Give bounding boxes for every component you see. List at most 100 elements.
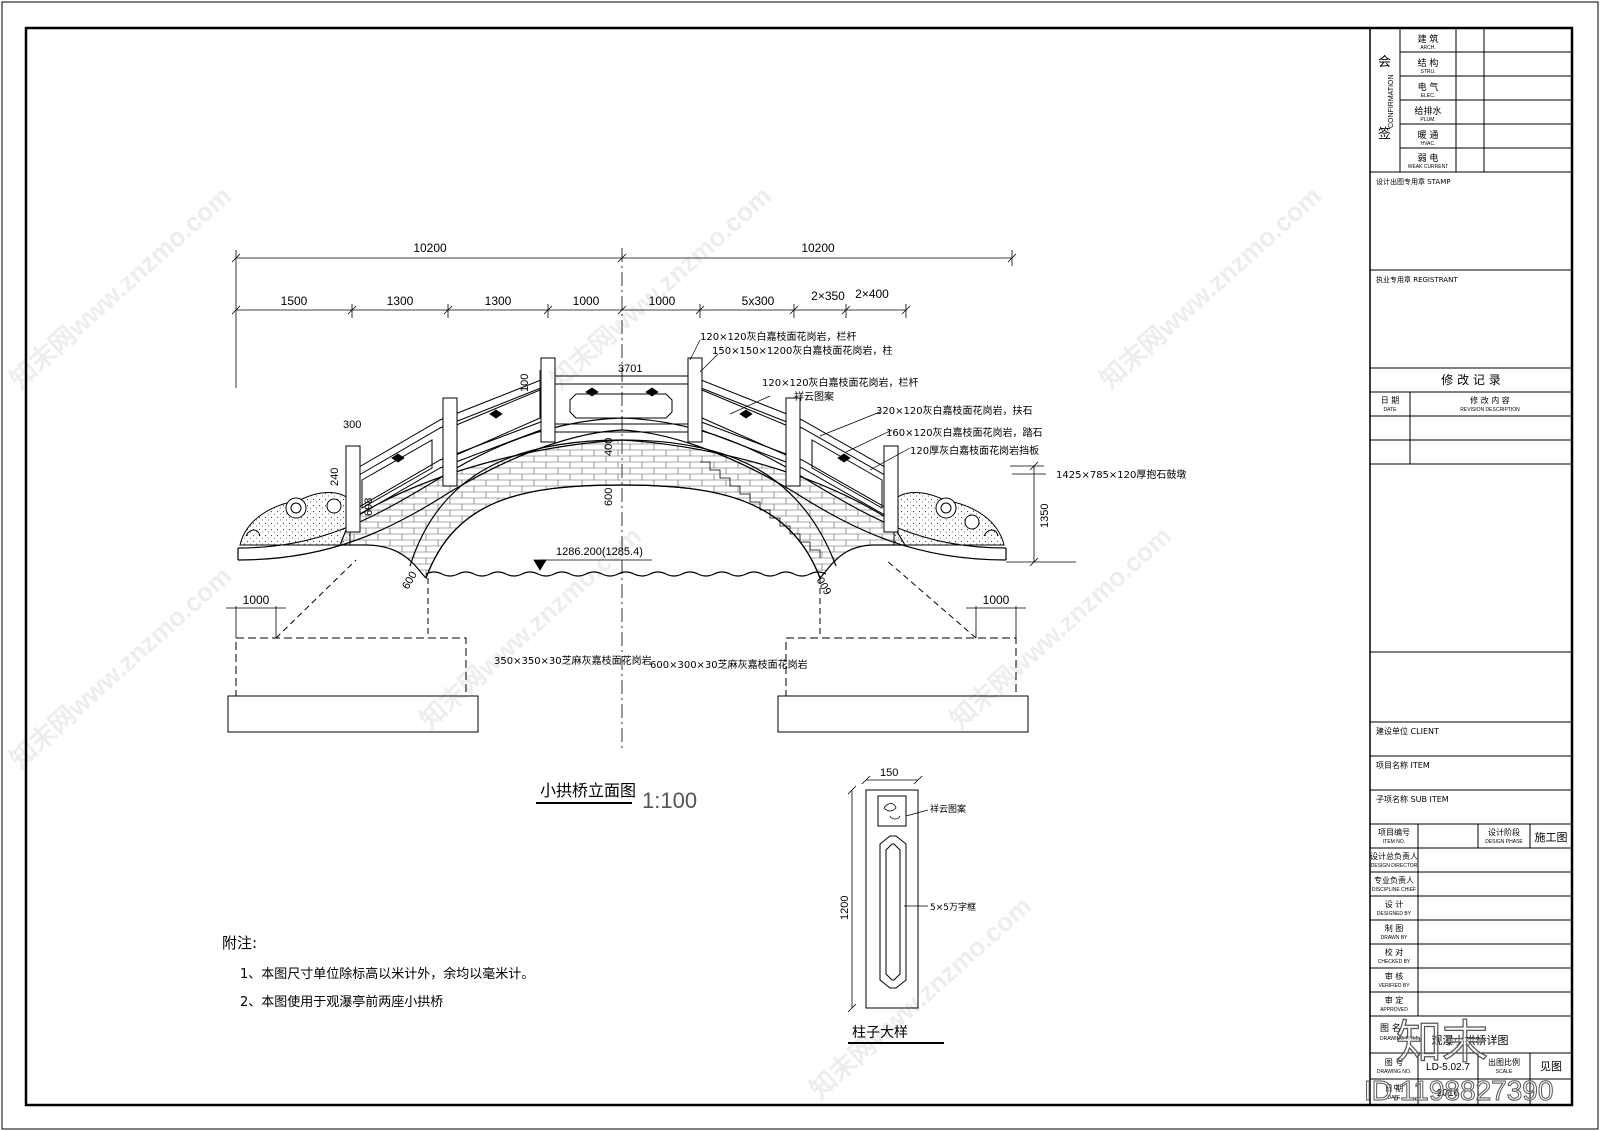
tb-drawing-no-val: LD-5.02.7 [1426, 1062, 1470, 1073]
water-line [425, 571, 827, 577]
watermark-layer: 知末网www.znzmo.com 知末网www.znzmo.com 知末网www… [4, 180, 1327, 1104]
tb-disc-cn-2: 电 气 [1418, 81, 1439, 93]
notes-head: 附注: [222, 934, 257, 952]
watermark-6: 知末网www.znzmo.com [944, 520, 1177, 734]
dim-100: 100 [519, 374, 531, 392]
end-stone-right [893, 492, 1005, 546]
label-step: 160×120灰白嘉枝面花岗岩，踏石 [886, 426, 1043, 439]
tb-drawing-no-en: DRAWING NO. [1377, 1069, 1411, 1075]
tb-disc-en-1: STRU. [1421, 69, 1436, 75]
tb-row-en-6: APPROVED [1380, 1007, 1408, 1013]
foundation-left [226, 559, 479, 733]
tb-disc-cn-1: 结 构 [1418, 57, 1439, 69]
tb-date-en: DATE [1388, 1095, 1402, 1101]
dim-600: 600 [603, 488, 615, 506]
tb-confirmation: CONFIRMATION [1388, 74, 1395, 128]
tb-registrant: 执业专用章 REGISTRANT [1376, 275, 1458, 284]
callout-leaders [689, 339, 1046, 475]
dim-seg-3: 1000 [573, 294, 600, 308]
tb-qian: 签 [1378, 126, 1391, 142]
column-detail [847, 775, 929, 1013]
dim-seg-4: 1000 [649, 294, 676, 308]
post-1 [345, 445, 361, 533]
dim-seg-1: 1300 [387, 294, 414, 308]
tb-disc-en-2: ELEC. [1421, 93, 1435, 99]
level-marker [533, 559, 652, 571]
watermark-1: 知末网www.znzmo.com [4, 180, 237, 394]
tb-disc-cn-3: 给排水 [1414, 105, 1441, 117]
tb-row-cn-1: 专业负责人 [1374, 875, 1414, 885]
arch-intrados [425, 484, 821, 579]
deck-underline [237, 429, 1007, 561]
tb-row-cn-2: 设 计 [1385, 899, 1404, 909]
post-4 [687, 357, 703, 443]
tb-phase-en: DESIGN PHASE [1485, 839, 1523, 845]
dim-1350: 1350 [1039, 504, 1051, 528]
label-cloud: 祥云图案 [794, 390, 834, 403]
tb-drawing-title-val: 观瀑小拱桥详图 [1432, 1033, 1509, 1047]
tb-hui: 会 [1378, 55, 1391, 70]
tb-row-en-3: DRAWN BY [1381, 935, 1408, 941]
tb-drawing-title-en: DRAWING TITLE [1380, 1036, 1420, 1042]
railing-right [695, 377, 891, 519]
dim-seg-2: 1300 [485, 294, 512, 308]
post-2 [442, 397, 458, 487]
note-1: 1、本图尺寸单位除标高以米计外，余均以毫米计。 [240, 966, 534, 982]
label-pave-right: 600×300×30芝麻灰嘉枝面花岗岩 [650, 658, 808, 671]
tb-drawing-title-cn: 图 名 [1380, 1022, 1401, 1034]
end-stone-left [239, 492, 351, 546]
dim-400: 400 [603, 438, 615, 456]
dim-600-left: 600 [400, 570, 420, 592]
watermark-3: 知末网www.znzmo.com [1094, 180, 1327, 394]
dim-300: 300 [343, 419, 361, 431]
tb-disc-en-4: HVAC. [1421, 141, 1436, 147]
tb-row-cn-0: 设计总负责人 [1370, 851, 1418, 861]
tb-disc-cn-0: 建 筑 [1418, 33, 1439, 45]
dim-seg-5: 5x300 [742, 294, 775, 308]
tb-row-en-0: DESIGN DIRECTOR [1371, 863, 1418, 869]
tb-disc-en-5: WEAK CURRENT [1408, 164, 1449, 170]
dim-foot-left: 1000 [243, 593, 270, 607]
watermark-5: 知末网www.znzmo.com [414, 520, 647, 734]
tb-drawing-no-cn: 图 号 [1385, 1058, 1404, 1067]
tb-sub-item: 子项名称 SUB ITEM [1376, 794, 1449, 804]
note-2: 2、本图使用于观瀑亭前两座小拱桥 [240, 994, 443, 1010]
tb-client: 建设单位 CLIENT [1376, 726, 1439, 736]
tb-row-en-4: CHECKED BY [1378, 959, 1411, 965]
sheet-inner-frame [24, 26, 1574, 1107]
dim-col-1200: 1200 [839, 896, 851, 920]
dimension-vertical [539, 370, 1044, 567]
watermark-2: 知末网www.znzmo.com [544, 180, 777, 394]
carved-ornaments [391, 387, 851, 463]
label-pave-left: 350×350×30芝麻灰嘉枝面花岗岩 [494, 654, 652, 667]
dim-top-right: 10200 [801, 241, 835, 255]
railing-left [353, 377, 547, 519]
dim-col-150: 150 [880, 767, 898, 779]
tb-stamp: 设计出图专用章 STAMP [1376, 177, 1450, 186]
tb-item: 项目名称 ITEM [1376, 760, 1430, 770]
tb-phase-val: 施工图 [1535, 831, 1568, 844]
dim-698: 698 [363, 498, 375, 516]
post-3 [540, 357, 556, 443]
tb-row-en-1: DISCIPLINE CHIEF [1372, 887, 1416, 893]
tb-row-en-5: VERIFIED BY [1378, 983, 1410, 989]
tb-row-cn-6: 审 定 [1385, 995, 1404, 1005]
tb-disc-en-0: ARCH. [1420, 45, 1436, 51]
title-block [1369, 28, 1572, 1105]
elevation-title: 小拱桥立面图 [540, 781, 636, 800]
dim-foot-right: 1000 [983, 593, 1010, 607]
dim-600-right: 600 [815, 575, 835, 597]
dim-240: 240 [329, 468, 341, 486]
watermark-logo: 知末 [1396, 1015, 1488, 1069]
tb-proj-no-cn: 项目编号 [1378, 827, 1410, 837]
tb-scale-en: SCALE [1496, 1069, 1513, 1075]
post-6 [883, 445, 899, 533]
tb-proj-no-en: ITEM NO. [1383, 839, 1405, 845]
watermark-id: ID:1198827390 [1364, 1075, 1553, 1106]
column-outline [865, 789, 919, 1009]
label-post: 150×150×1200灰白嘉枝面花岗岩，柱 [712, 344, 892, 357]
arch-ring-outer [409, 439, 837, 567]
dimension-chain-top [231, 250, 1017, 388]
label-panel: 120×120灰白嘉枝面花岗岩，栏杆 [762, 376, 919, 389]
